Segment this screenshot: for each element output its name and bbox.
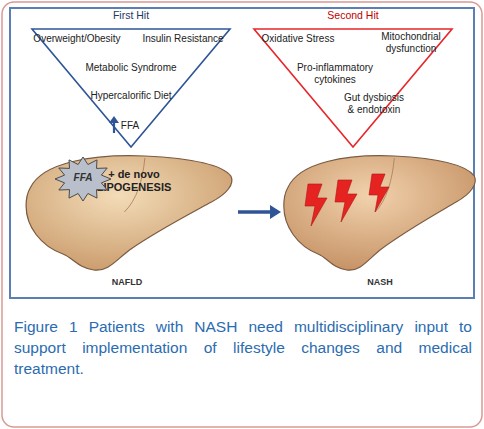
stage-label: NAFLD [102,277,152,288]
nafld-liver: + de novo LIPOGENESISNAFLDFFA [22,150,237,280]
arrow-shaft [238,210,270,214]
triangle-outline [254,29,452,147]
risk-factor: Hypercalorific Diet [71,90,191,102]
injury-factor: Mitochondrial dysfunction [371,31,451,55]
lightning-bolt [305,184,327,226]
nash-liver: NASH [280,150,480,280]
liver-outline [280,150,480,280]
lightning-bolt [369,174,389,212]
liver-lobe-line [375,158,394,212]
risk-factor: FFA [115,120,145,132]
risk-factor: Overweight/Obesity [31,33,123,45]
lightning-bolt [335,180,357,222]
arrow-head [109,116,119,123]
injury-factor: Pro-inflammatory cytokines [293,62,377,86]
diagram-panel [10,8,474,298]
stage-arrow [238,205,281,219]
ffa-starburst: FFA [54,156,112,202]
starburst-outline [55,157,111,201]
triangle-outline [32,29,230,147]
figure-caption: Figure 1 Patients with NASH need multidi… [14,316,472,379]
second-hit-triangle: Second HitOxidative StressMitochondrial … [253,28,453,148]
hit-heading: Second Hit [303,9,403,22]
first-hit-triangle: First HitOverweight/ObesityInsulin Resis… [31,28,231,148]
hit-heading: First Hit [81,9,181,22]
injury-factor: Gut dysbiosis & endotoxin [341,92,407,116]
up-arrow-symbol [109,116,119,133]
stage-label: NASH [355,277,405,288]
risk-factor: Metabolic Syndrome [71,62,191,74]
injury-factor: Oxidative Stress [253,33,343,45]
liver-outline [26,156,232,271]
arrow-head [270,205,281,219]
liver-outline [284,156,475,271]
arrow-shaft [113,122,115,133]
ffa-label: FFA [54,172,112,184]
risk-factor: Insulin Resistance [137,33,229,45]
lightning-bolts [305,174,389,226]
